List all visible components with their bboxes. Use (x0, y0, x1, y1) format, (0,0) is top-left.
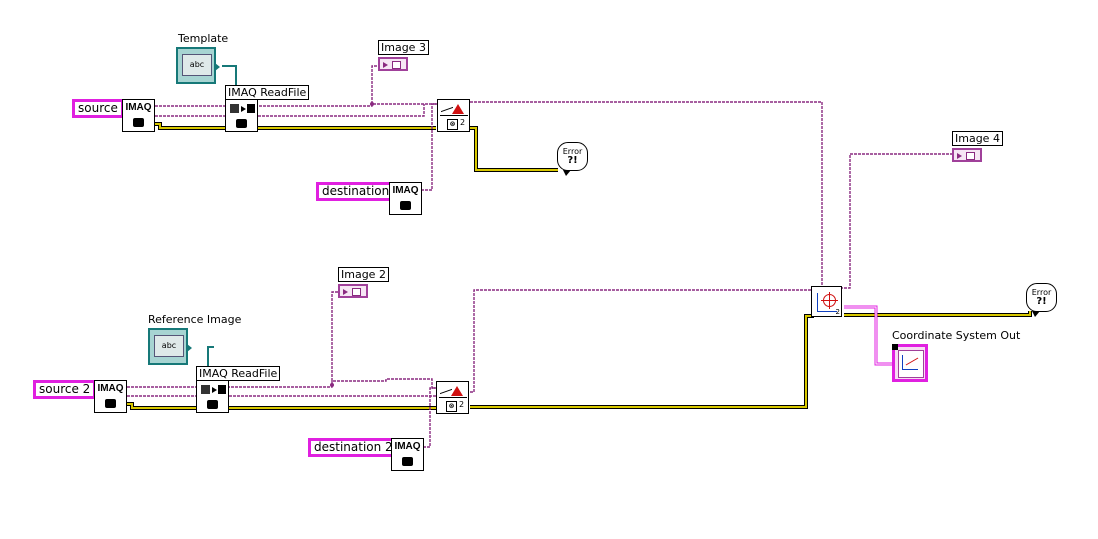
coordinate-system-out-indicator[interactable] (892, 344, 928, 382)
image-buffer-icon (218, 385, 226, 394)
create-icon (133, 118, 144, 127)
imaq-create-node[interactable]: IMAQ (122, 99, 155, 132)
create-icon (400, 201, 411, 210)
readfile-label-2: IMAQ ReadFile (196, 366, 281, 381)
template-path-control[interactable]: abc (176, 47, 220, 84)
match-count: 2 (460, 118, 466, 127)
image3-indicator[interactable] (378, 57, 408, 71)
destination2-control[interactable]: destination 2 (308, 438, 399, 457)
source2-control[interactable]: source 2 (33, 380, 97, 399)
create-icon (402, 457, 413, 466)
image2-label: Image 2 (338, 267, 389, 282)
error-wires-top-inner (155, 123, 558, 171)
arrow-right-icon (212, 387, 217, 393)
coord-count: 2 (835, 308, 840, 316)
target-icon: ⊗ (446, 401, 457, 412)
error-wires-top (155, 122, 558, 172)
pattern-match-node-bottom[interactable]: ⊗ 2 (436, 381, 469, 414)
settings-knob-icon (207, 400, 218, 409)
imaq-create-destination-node[interactable]: IMAQ (389, 182, 422, 215)
reference-image-label: Reference Image (148, 313, 242, 326)
image2-indicator[interactable] (338, 284, 368, 298)
peak-icon (451, 386, 463, 396)
disk-icon (230, 104, 239, 113)
imaq-readfile-node[interactable] (225, 99, 258, 132)
path-icon: abc (182, 54, 212, 76)
image3-label: Image 3 (378, 40, 429, 55)
destination-control[interactable]: destination (316, 182, 396, 201)
terminal-arrow-icon (187, 344, 192, 352)
terminal-arrow-icon (215, 63, 220, 71)
source-control[interactable]: source (72, 99, 124, 118)
image4-label: Image 4 (952, 131, 1003, 146)
disk-icon (201, 385, 210, 394)
reference-path-control[interactable]: abc (148, 328, 192, 365)
crosshair-icon (821, 292, 838, 309)
readfile-label: IMAQ ReadFile (225, 85, 310, 100)
error-text: Error (562, 147, 583, 156)
junction-dot (370, 102, 374, 106)
error-indicator-top[interactable]: Error ?! (557, 142, 588, 176)
imaq-node-label: IMAQ (392, 185, 419, 196)
imaq-create-node-2[interactable]: IMAQ (94, 380, 127, 413)
target-icon: ⊗ (447, 119, 458, 130)
arrow-right-icon (241, 106, 246, 112)
imaq-create-destination-node-2[interactable]: IMAQ (391, 438, 424, 471)
imaq-readfile-node-2[interactable] (196, 380, 229, 413)
image4-indicator[interactable] (952, 148, 982, 162)
error-mark: ?! (567, 155, 578, 166)
error-text: Error (1031, 288, 1052, 297)
imaq-node-label: IMAQ (125, 102, 152, 113)
template-label: Template (178, 32, 229, 45)
settings-knob-icon (236, 119, 247, 128)
coordinate-system-vi[interactable]: 2 (811, 286, 842, 317)
image-buffer-icon (247, 104, 255, 113)
error-wires-bottom-inner (127, 311, 1031, 409)
pattern-match-node-top[interactable]: ⊗ 2 (437, 99, 470, 132)
error-mark: ?! (1036, 296, 1047, 307)
imaq-node-label: IMAQ (394, 441, 421, 452)
imaq-node-label: IMAQ (97, 383, 124, 394)
error-indicator-bottom[interactable]: Error ?! (1026, 283, 1057, 317)
coordinate-system-out-label: Coordinate System Out (892, 329, 1021, 342)
junction-dot (330, 383, 334, 387)
match-count: 2 (459, 400, 465, 409)
peak-icon (452, 104, 464, 114)
create-icon (105, 399, 116, 408)
path-icon: abc (154, 335, 184, 357)
